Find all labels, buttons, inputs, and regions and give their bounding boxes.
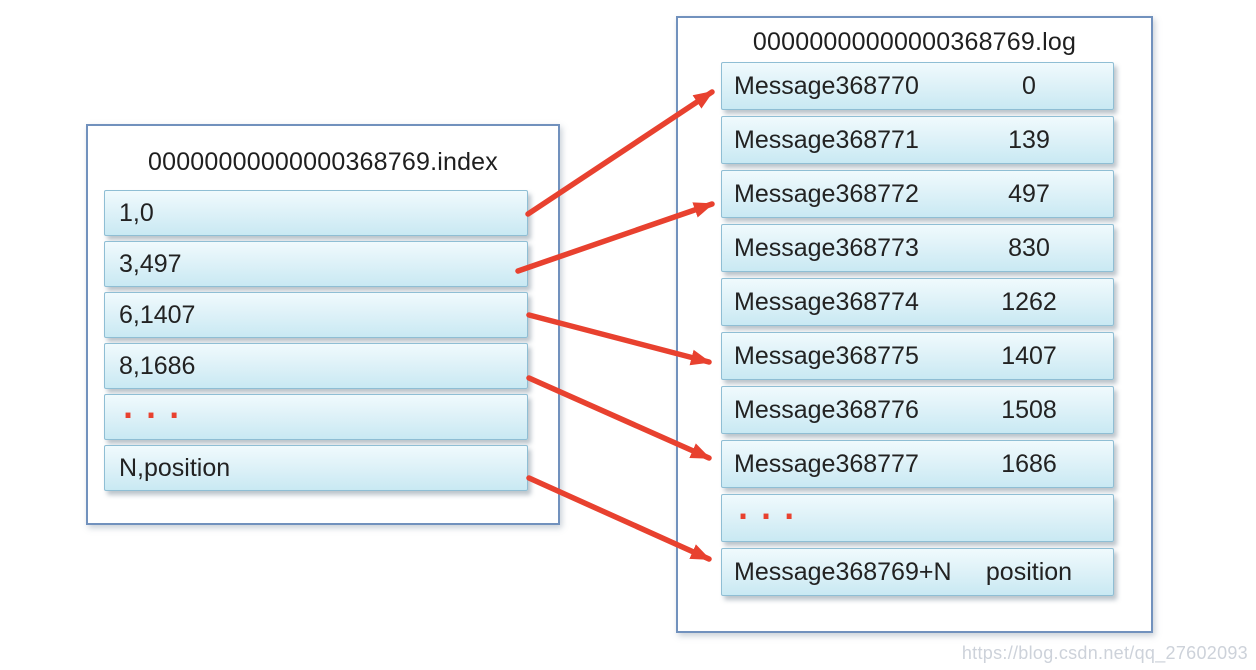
index-rows: 1,0 3,497 6,1407 8,1686 ... N,position (104, 190, 528, 491)
message-label: Message368773 (734, 233, 919, 262)
message-label: Message368775 (734, 341, 919, 370)
log-row: Message368773 830 (721, 224, 1114, 272)
message-label: Message368772 (734, 179, 919, 208)
position-value: 1686 (1001, 449, 1057, 478)
index-file-title: 00000000000000368769.index (148, 147, 498, 176)
log-row: Message368772 497 (721, 170, 1114, 218)
index-row: 1,0 (104, 190, 528, 236)
log-row: Message368775 1407 (721, 332, 1114, 380)
index-entry-label: 8,1686 (119, 351, 196, 380)
message-label: Message368777 (734, 449, 919, 478)
index-entry-label: N,position (119, 453, 231, 482)
log-row: Message368774 1262 (721, 278, 1114, 326)
index-entry-label: 6,1407 (119, 300, 196, 329)
log-rows: Message368770 0 Message368771 139 Messag… (721, 62, 1114, 596)
log-row: Message368771 139 (721, 116, 1114, 164)
index-row: N,position (104, 445, 528, 491)
position-value: 830 (1008, 233, 1050, 262)
message-label: Message368770 (734, 71, 919, 100)
position-value: 1407 (1001, 341, 1057, 370)
index-entry-label: 1,0 (119, 198, 154, 227)
log-file-title: 00000000000000368769.log (752, 27, 1077, 56)
message-label: Message368774 (734, 287, 919, 316)
index-row-ellipsis: ... (104, 394, 528, 440)
log-row: Message368777 1686 (721, 440, 1114, 488)
position-value: position (985, 557, 1073, 586)
position-value: 139 (1008, 125, 1050, 154)
ellipsis-dots: ... (119, 391, 189, 426)
position-value: 497 (1008, 179, 1050, 208)
position-value: 1262 (1001, 287, 1057, 316)
position-value: 1508 (1001, 395, 1057, 424)
message-label: Message368776 (734, 395, 919, 424)
message-label: Message368769+N (734, 557, 952, 586)
log-row: Message368769+N position (721, 548, 1114, 596)
message-label: Message368771 (734, 125, 919, 154)
index-file-box: 00000000000000368769.index 1,0 3,497 6,1… (86, 124, 560, 525)
position-value: 0 (1022, 71, 1036, 100)
log-row-ellipsis: ... (721, 494, 1114, 542)
ellipsis-dots: ... (734, 492, 804, 527)
index-entry-label: 3,497 (119, 249, 182, 278)
watermark: https://blog.csdn.net/qq_27602093 (961, 643, 1248, 663)
log-row: Message368770 0 (721, 62, 1114, 110)
log-file-box: 00000000000000368769.log Message368770 0… (676, 16, 1153, 633)
index-row: 3,497 (104, 241, 528, 287)
index-row: 8,1686 (104, 343, 528, 389)
log-row: Message368776 1508 (721, 386, 1114, 434)
index-row: 6,1407 (104, 292, 528, 338)
